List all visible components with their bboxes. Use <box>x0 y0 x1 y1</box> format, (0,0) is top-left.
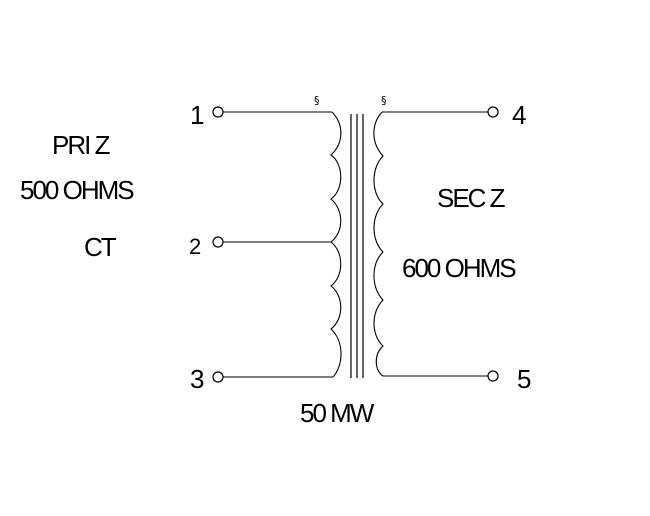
center-tap-label: CT <box>84 232 117 262</box>
terminal-2 <box>212 236 224 248</box>
primary-phase-marker: § <box>314 94 320 107</box>
pin-5-label: 5 <box>517 364 531 394</box>
secondary-impedance-label: SEC Z <box>437 183 506 213</box>
pin-3-label: 3 <box>190 364 204 394</box>
secondary-ohms-label: 600 OHMS <box>402 253 516 283</box>
secondary-phase-marker: § <box>381 94 387 107</box>
pin-4-label: 4 <box>512 100 526 130</box>
primary-ohms-label: 500 OHMS <box>20 175 134 205</box>
terminal-4 <box>487 106 499 118</box>
pin-1-label: 1 <box>190 100 204 130</box>
secondary-winding <box>373 111 384 377</box>
terminal-1 <box>212 106 224 118</box>
terminal-5 <box>487 370 499 382</box>
power-rating-label: 50 MW <box>300 398 375 428</box>
pin-2-label: 2 <box>189 234 201 259</box>
terminal-3 <box>212 371 224 383</box>
primary-winding <box>330 111 342 378</box>
primary-impedance-label: PRI Z <box>52 130 111 160</box>
